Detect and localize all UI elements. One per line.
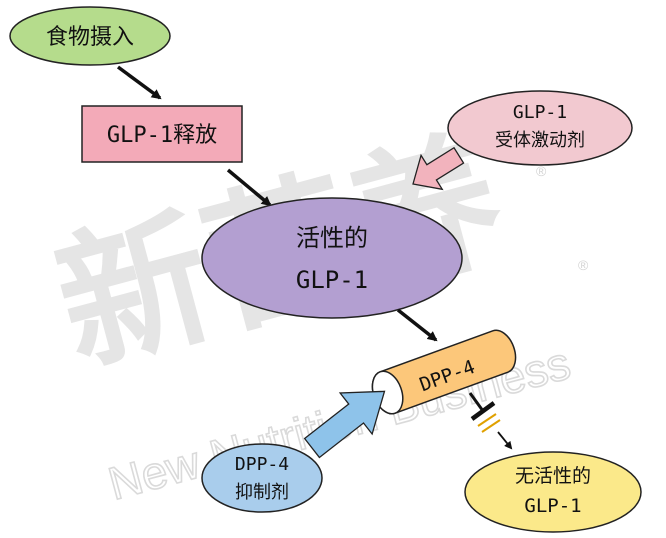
- food-intake-node: [9, 6, 171, 66]
- arrow-release-to-active: [226, 168, 272, 207]
- glp1-agonist-label-line1: GLP-1: [513, 102, 567, 123]
- food-intake-label: 食物摄入: [46, 25, 134, 50]
- inactive-glp1-label-line1: 无活性的: [515, 465, 591, 487]
- dpp4-inhibitor-node: [201, 443, 323, 513]
- inactive-glp1-label-line2: GLP-1: [524, 495, 581, 517]
- dpp4-inhibitor-label-line2: 抑制剂: [235, 482, 289, 503]
- glp1-release-node: [81, 105, 243, 163]
- dpp4-inhibitor-label-line1: DPP-4: [235, 454, 289, 475]
- glp1-release-label: GLP-1释放: [107, 123, 217, 148]
- arrow-food-to-release: [116, 65, 162, 100]
- active-glp1-label-line2: GLP-1: [296, 266, 368, 294]
- arrow-inhibitor-to-dpp4: [303, 390, 386, 459]
- arrow-active-to-dpp4: [396, 308, 438, 342]
- active-glp1-node: [201, 197, 463, 319]
- glp1-agonist-node: [447, 90, 633, 166]
- watermark-registered-mark-2: ®: [536, 163, 547, 179]
- blocked-arrow-dpp4-to-inactive: [468, 392, 513, 450]
- arrow-agonist-to-active: [412, 146, 465, 191]
- watermark-registered-mark: ®: [578, 257, 589, 273]
- glp1-agonist-label-line2: 受体激动剂: [495, 130, 585, 151]
- active-glp1-label-line1: 活性的: [296, 224, 368, 252]
- inactive-glp1-node: [464, 451, 642, 533]
